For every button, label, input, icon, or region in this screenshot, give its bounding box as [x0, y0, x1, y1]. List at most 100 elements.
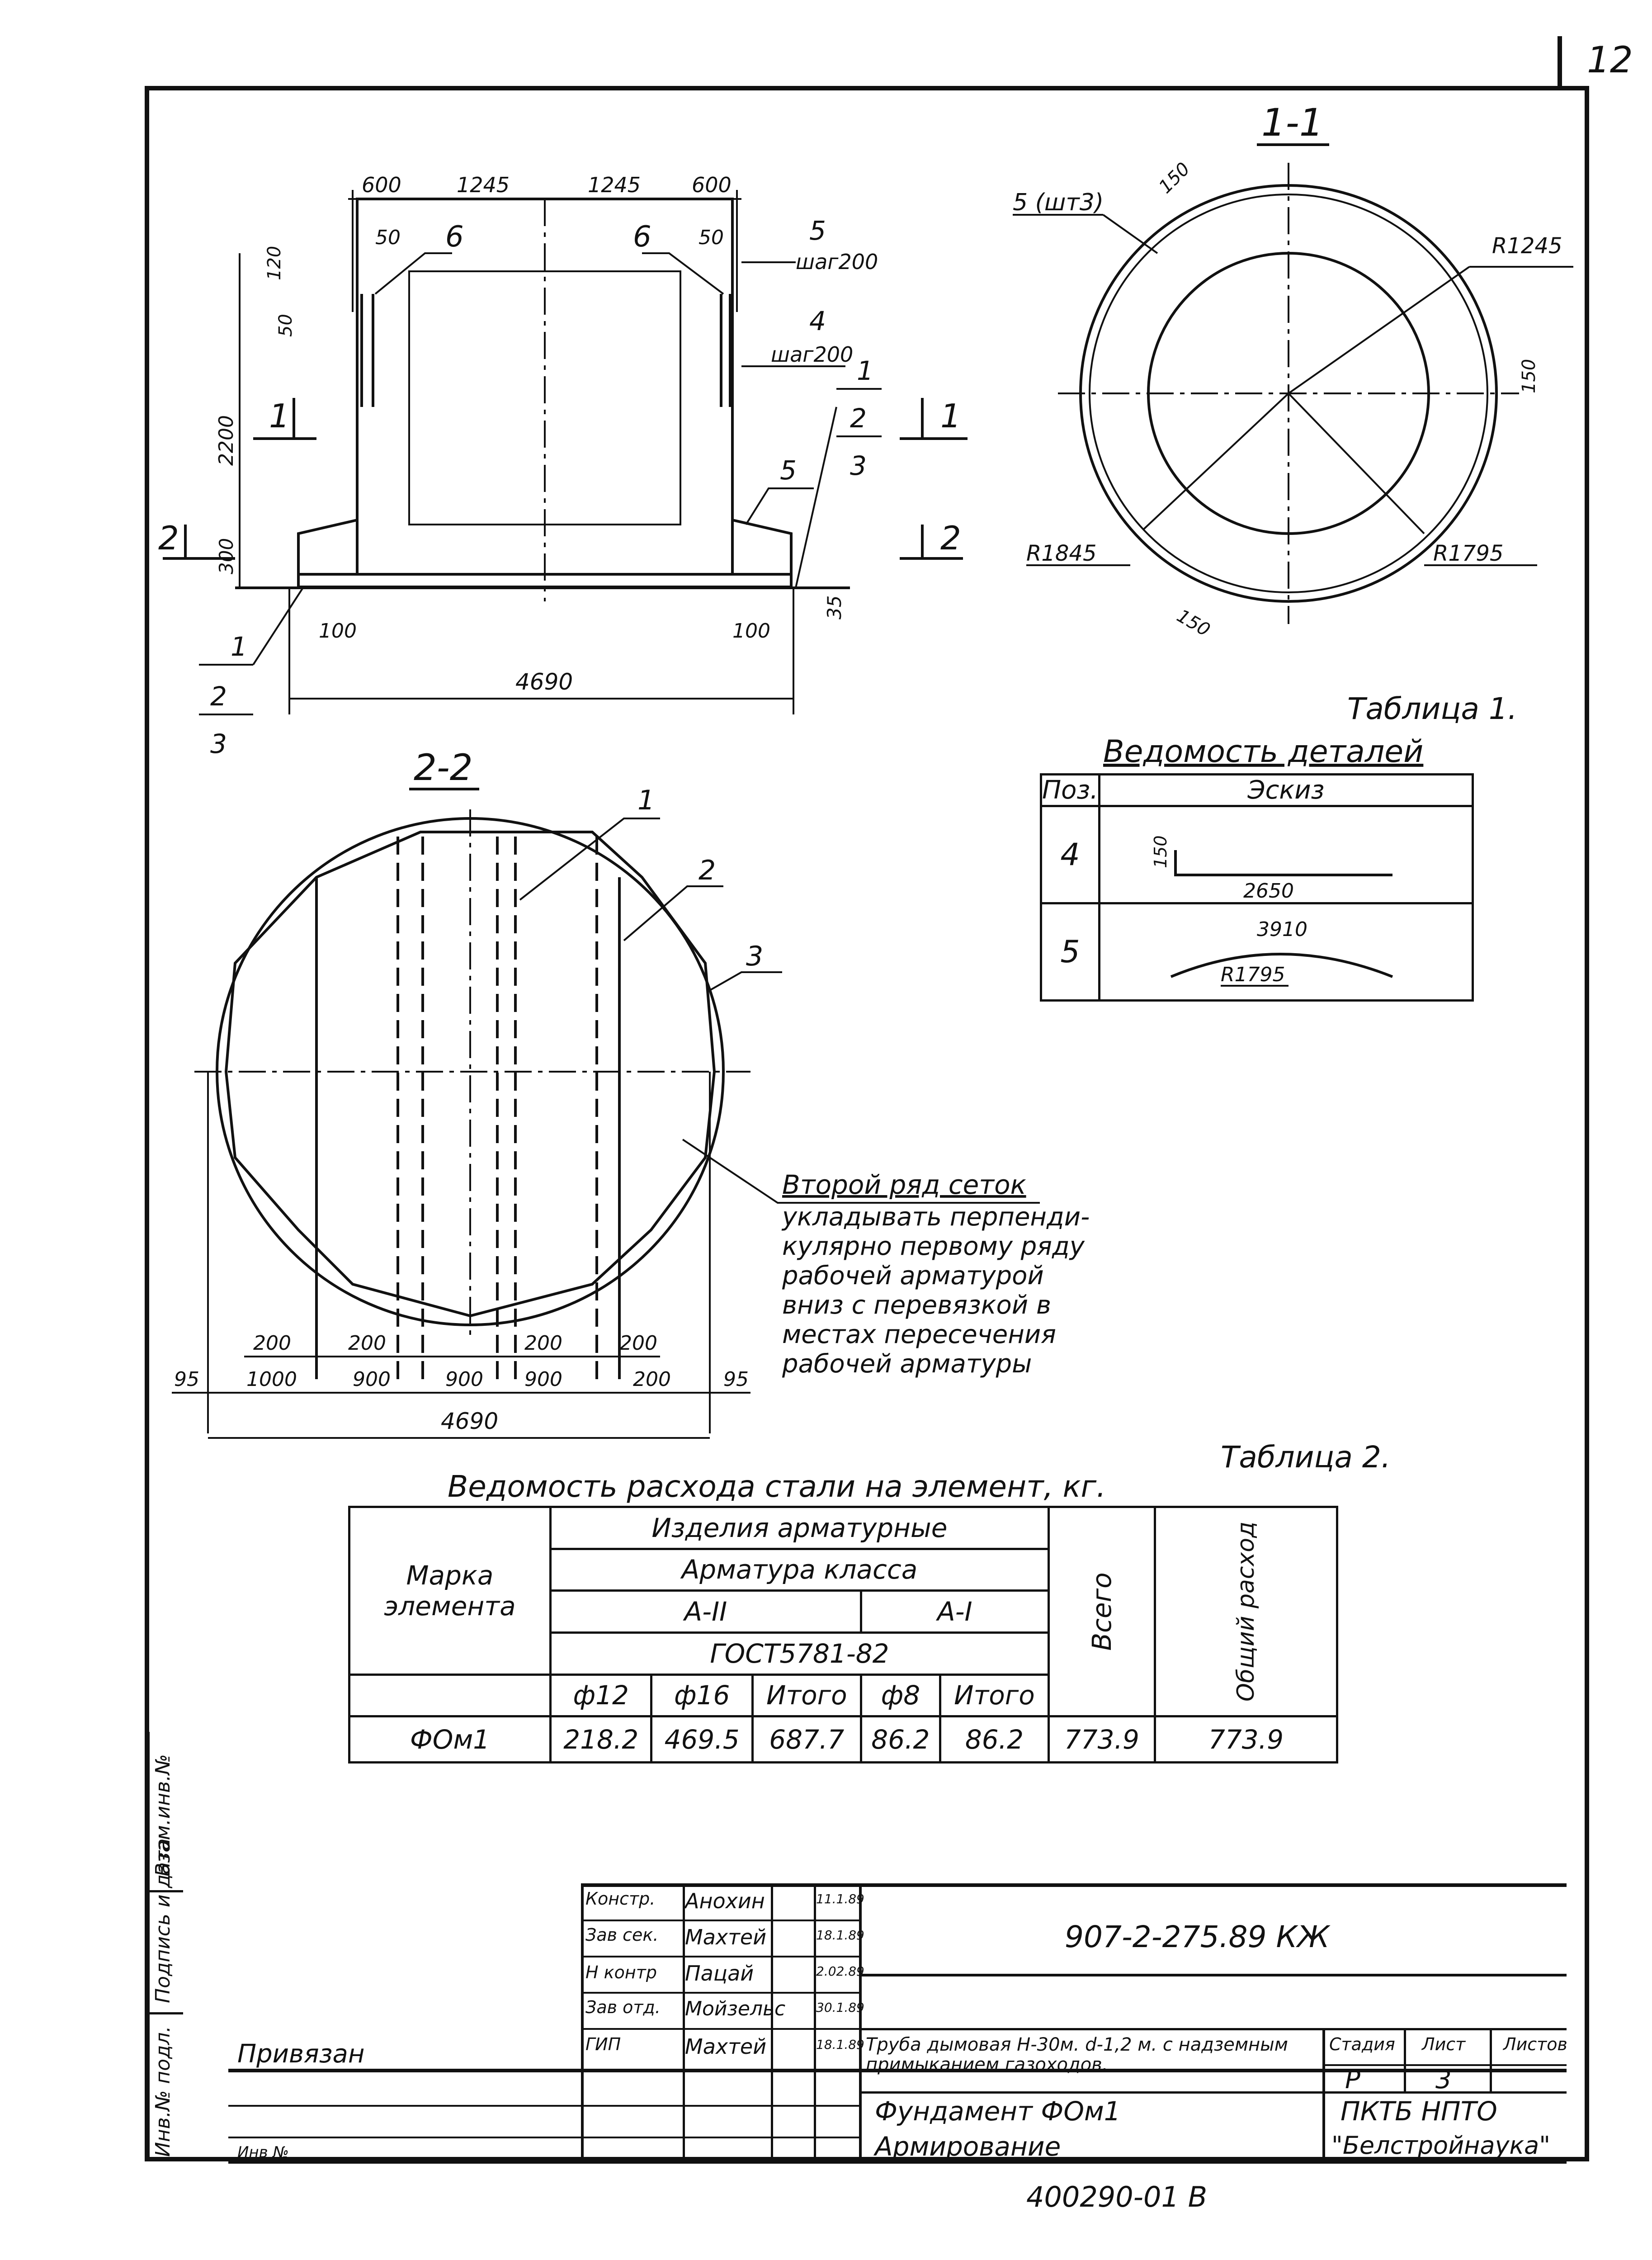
callout-r1245: R1245: [1492, 233, 1562, 259]
dim-100-left: 100: [319, 619, 357, 643]
mesh-note: Второй ряд сеток укладывать перпенди- ку…: [781, 1169, 1090, 1379]
dim-2200: 2200: [215, 415, 238, 466]
tb-name-0: Анохин: [685, 1889, 765, 1913]
tb-date-0: 11.1.89: [816, 1891, 864, 1906]
tb-name-2: Пацай: [685, 1961, 754, 1986]
t1-row-sketch: [1098, 805, 1474, 904]
tb-sheet-title-2: Армирование: [875, 2131, 1061, 2162]
note-line-7: рабочей арматуры: [782, 1349, 1032, 1379]
stack-right-3: 3: [850, 450, 867, 481]
tb-stage: Р: [1345, 2065, 1360, 2095]
t2-cell: 687.7: [751, 1715, 862, 1764]
archive-number: 400290-01 В: [1026, 2180, 1207, 2213]
dim-1245-right: 1245: [588, 173, 641, 197]
mid-ring: [1089, 194, 1488, 593]
tb-bound-label: Привязан: [237, 2039, 365, 2069]
callout-150-top: 150: [1155, 159, 1194, 198]
note-line-6: местах пересечения: [782, 1320, 1056, 1349]
tb-role-1: Зав сек.: [585, 1925, 659, 1945]
stack-left-2: 2: [210, 681, 227, 712]
tb-date-3: 30.1.89: [816, 2000, 864, 2015]
callout-r1795: R1795: [1433, 541, 1504, 566]
dim2-200-b: 200: [348, 1332, 386, 1355]
cut-marker-1-right: 1: [900, 397, 968, 440]
stack-right-1: 1: [857, 355, 873, 386]
table2-caption: Таблица 2.: [1221, 1440, 1391, 1475]
tb-inv-label: Инв №: [237, 2143, 289, 2161]
dim2-4690: 4690: [441, 1408, 498, 1434]
svg-text:1: 1: [940, 397, 961, 435]
t1-row-pos: 4: [1040, 805, 1100, 904]
dim-50-left: 50: [375, 226, 401, 249]
sheet-number: 12: [1587, 39, 1633, 81]
step-4: шаг200: [771, 342, 853, 367]
tb-role-4: ГИП: [585, 2034, 621, 2054]
section-1-1: 1-1 5 (шт3) 150 R1245 150 R1845 R1795 15…: [1013, 100, 1573, 641]
dim2-200-d: 200: [619, 1332, 657, 1355]
step-5: шаг200: [796, 250, 878, 274]
t2-header-a1: А-I: [859, 1589, 1050, 1634]
tb-name-4: Махтей: [685, 2034, 767, 2059]
dim2-900-c: 900: [524, 1368, 562, 1391]
pos-4: 4: [809, 306, 826, 336]
sheet-frame: [145, 86, 1589, 2161]
section-2-2-label: 2-2: [414, 747, 473, 789]
dim-50-vert: 50: [275, 314, 296, 337]
svg-text:2: 2: [158, 519, 179, 557]
dim-4690-elev: 4690: [515, 669, 573, 695]
t2-cell: 773.9: [1153, 1715, 1339, 1764]
t2-header-products: Изделия арматурные: [549, 1506, 1050, 1550]
tb-date-2: 2.02.89: [816, 1964, 864, 1979]
svg-text:2: 2: [940, 519, 961, 557]
tb-project: Труба дымовая Н-30м. d-1,2 м. с надземны…: [866, 2034, 1288, 2075]
note-line-1: Второй ряд сеток: [782, 1169, 1026, 1200]
s22-pos-1: 1: [637, 785, 655, 816]
tb-sheet-label: Лист: [1422, 2034, 1466, 2054]
tb-sheets-label: Листов: [1503, 2034, 1567, 2054]
tb-doc-code: 907-2-275.89 КЖ: [1065, 1920, 1330, 1954]
note-line-3: кулярно первому ряду: [782, 1232, 1085, 1261]
t2-cell: 773.9: [1047, 1715, 1156, 1764]
t1-header-sketch: Эскиз: [1098, 773, 1474, 807]
tb-org-1: ПКТБ НПТО: [1340, 2096, 1497, 2127]
s22-pos-2: 2: [699, 855, 716, 886]
pos-5-lower: 5: [780, 455, 797, 486]
tb-stage-label: Стадия: [1329, 2034, 1395, 2054]
dim-35: 35: [823, 596, 845, 619]
callout-5-sht3: 5 (шт3): [1013, 189, 1104, 216]
note-line-5: вниз с перевязкой в: [782, 1291, 1051, 1320]
tb-sheet-title-1: Фундамент ФОм1: [875, 2096, 1121, 2127]
side-label-vzam: Взам.инв.№: [151, 1754, 175, 1877]
pos-6-left: 6: [445, 220, 464, 254]
tb-sheet: 3: [1435, 2065, 1452, 2095]
t2-cell: 86.2: [939, 1715, 1050, 1764]
stack-right-2: 2: [850, 403, 867, 434]
section-1-1-label: 1-1: [1261, 100, 1323, 145]
title-block: Констр. Анохин 11.1.89 Зав сек. Махтей 1…: [228, 1883, 1567, 2164]
table2-steel: Марка элемента Изделия арматурные Всего …: [348, 1505, 1339, 1764]
t2-header-a2: А-II: [549, 1589, 862, 1634]
t2-header-total: Всего: [1047, 1505, 1156, 1718]
callout-150-right: 150: [1519, 359, 1539, 393]
elevation-view: 4690 600 1245 1245 600 50 50 120 50 2200…: [158, 173, 968, 759]
t2-sub-header: ф16: [650, 1673, 754, 1718]
stack-left-3: 3: [210, 728, 227, 759]
t2-cell: 86.2: [859, 1715, 941, 1764]
dim2-1000: 1000: [246, 1368, 297, 1391]
cut-marker-2-right: 2: [900, 519, 963, 560]
t2-sub-header: ф8: [859, 1673, 941, 1718]
t2-cell: 469.5: [650, 1715, 754, 1764]
t2-sub-header: Итого: [751, 1673, 862, 1718]
s22-pos-3: 3: [746, 941, 763, 972]
dim2-900-b: 900: [445, 1368, 483, 1391]
tb-org-2: "Белстройнаука": [1331, 2131, 1551, 2160]
note-line-4: рабочей арматурой: [782, 1261, 1044, 1291]
dim-600-left: 600: [362, 173, 401, 197]
tb-date-4: 18.1.89: [816, 2037, 864, 2052]
side-label-inv: Инв.№ подл.: [151, 2026, 175, 2157]
dim2-200-c: 200: [524, 1332, 562, 1355]
t2-header-mark: Марка элемента: [348, 1506, 552, 1676]
table2-title: Ведомость расхода стали на элемент, кг.: [448, 1469, 1106, 1504]
t1-row-pos: 5: [1040, 902, 1100, 1002]
dim-600-right: 600: [692, 173, 732, 197]
